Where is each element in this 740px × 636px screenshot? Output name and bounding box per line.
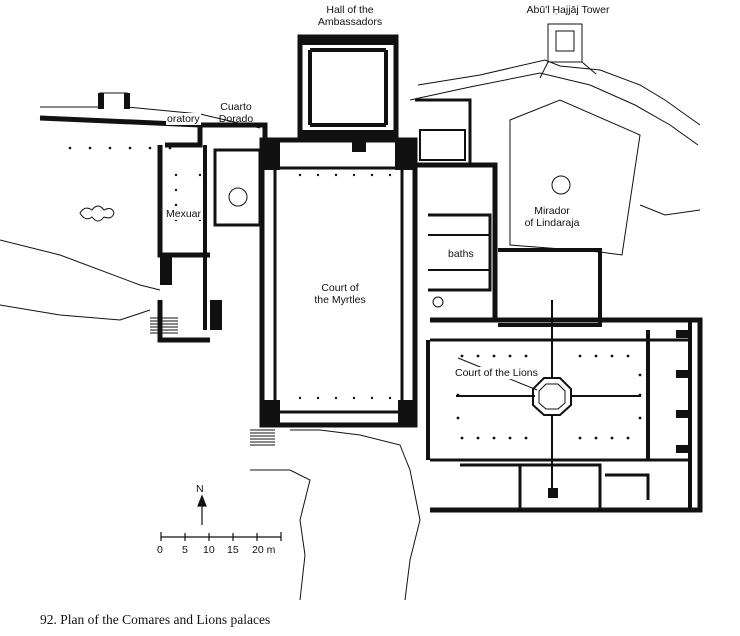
court-of-the-lions-label: Court of the Lions — [454, 367, 539, 379]
myrtles-columns — [298, 173, 392, 400]
mexuar-label: Mexuar — [165, 208, 203, 220]
scale-bar — [160, 532, 282, 541]
oratory-label: oratory — [166, 113, 201, 125]
scale-tick-20m: 20 m — [252, 544, 276, 556]
mirador-label: Mirador of Lindaraja — [520, 205, 584, 229]
scale-tick-0: 0 — [157, 544, 163, 556]
north-label: N — [196, 483, 204, 495]
hall-of-the-ambassadors-label: Hall of the Ambassadors — [317, 4, 383, 28]
baths-label: baths — [447, 248, 475, 260]
north-arrow — [197, 494, 207, 525]
figure-caption: 92. Plan of the Comares and Lions palace… — [40, 612, 271, 627]
lions-columns — [456, 354, 642, 440]
mexuar-columns — [174, 173, 202, 222]
scale-tick-10: 10 — [203, 544, 215, 556]
court-of-the-myrtles-label: Court of the Myrtles — [309, 282, 371, 306]
scale-tick-5: 5 — [182, 544, 188, 556]
oratory-columns — [68, 146, 172, 150]
tower-label: Abū'l Ḥajjāj Tower — [526, 4, 610, 16]
scale-tick-15: 15 — [227, 544, 239, 556]
cuarto-dorado-label: Cuarto Dorado — [218, 101, 254, 125]
